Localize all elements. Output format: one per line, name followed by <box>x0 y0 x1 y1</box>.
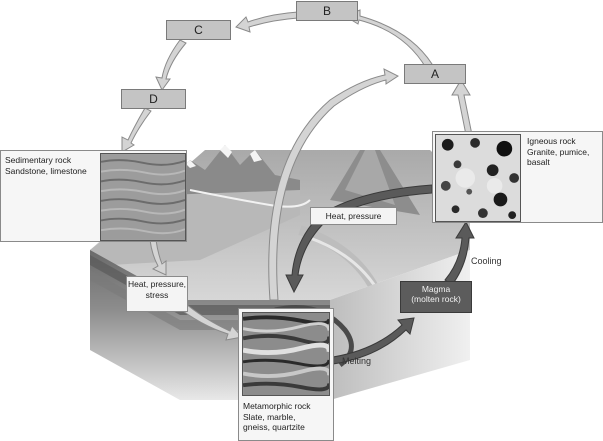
sedimentary-examples: Sandstone, limestone <box>5 165 87 176</box>
river <box>189 189 311 208</box>
sedimentary-rock-texture <box>100 153 186 241</box>
outer-cycle-arrows <box>121 9 473 341</box>
arrow-melting-to-magma <box>332 317 415 365</box>
magma-line2: (molten rock) <box>411 294 461 304</box>
heat-pressure-stress-line1: Heat, pressure, <box>127 279 187 289</box>
sedimentary-title: Sedimentary rock <box>5 155 72 165</box>
arrow-c-to-d <box>155 39 187 91</box>
igneous-rock-texture <box>435 134 521 222</box>
igneous-rock-card: Igneous rock Granite, pumice, basalt <box>432 131 603 223</box>
heat-pressure-text: Heat, pressure <box>325 211 382 221</box>
metamorphic-examples-line1: Slate, marble, <box>243 411 296 422</box>
metamorphic-title: Metamorphic rock <box>243 401 311 411</box>
arrow-b-to-c <box>235 11 299 33</box>
stage-label-b: B <box>296 1 358 21</box>
inner-cycle-arrows <box>285 184 475 365</box>
process-heat-pressure-stress: Heat, pressure, stress <box>126 276 188 312</box>
stage-label-a: A <box>404 64 466 84</box>
arrow-igneous-to-a <box>451 79 473 136</box>
process-heat-pressure: Heat, pressure <box>310 207 397 225</box>
arrow-cooling-to-igneous <box>444 220 475 286</box>
heat-pressure-stress-line2: stress <box>145 289 169 300</box>
igneous-examples-line2: basalt <box>527 157 550 167</box>
stage-label-c: C <box>166 20 231 40</box>
process-melting: Melting <box>342 356 372 366</box>
arrow-sedimentary-down <box>149 239 167 276</box>
arrow-metamorphic-to-a <box>268 68 399 301</box>
arrow-d-to-sedimentary <box>121 107 152 153</box>
metamorphic-examples-line2: gneiss, quartzite <box>243 422 305 432</box>
stage-label-d: D <box>121 89 186 109</box>
sedimentary-rock-card: Sedimentary rock Sandstone, limestone <box>0 150 187 242</box>
mountain-range <box>165 145 300 195</box>
magma-label: Magma (molten rock) <box>400 281 472 313</box>
metamorphic-rock-card: Metamorphic rock Slate, marble, gneiss, … <box>238 308 334 441</box>
arrow-stress-to-metamorphic <box>174 299 243 341</box>
ocean-surface <box>90 185 300 265</box>
metamorphic-rock-texture <box>242 312 330 396</box>
igneous-title: Igneous rock <box>527 136 576 146</box>
arrow-igneous-to-metamorphic <box>285 184 433 294</box>
process-cooling: Cooling <box>471 256 502 266</box>
igneous-examples-line1: Granite, pumice, <box>527 146 590 157</box>
magma-line1: Magma <box>421 284 451 294</box>
arrow-a-to-b <box>343 9 433 69</box>
